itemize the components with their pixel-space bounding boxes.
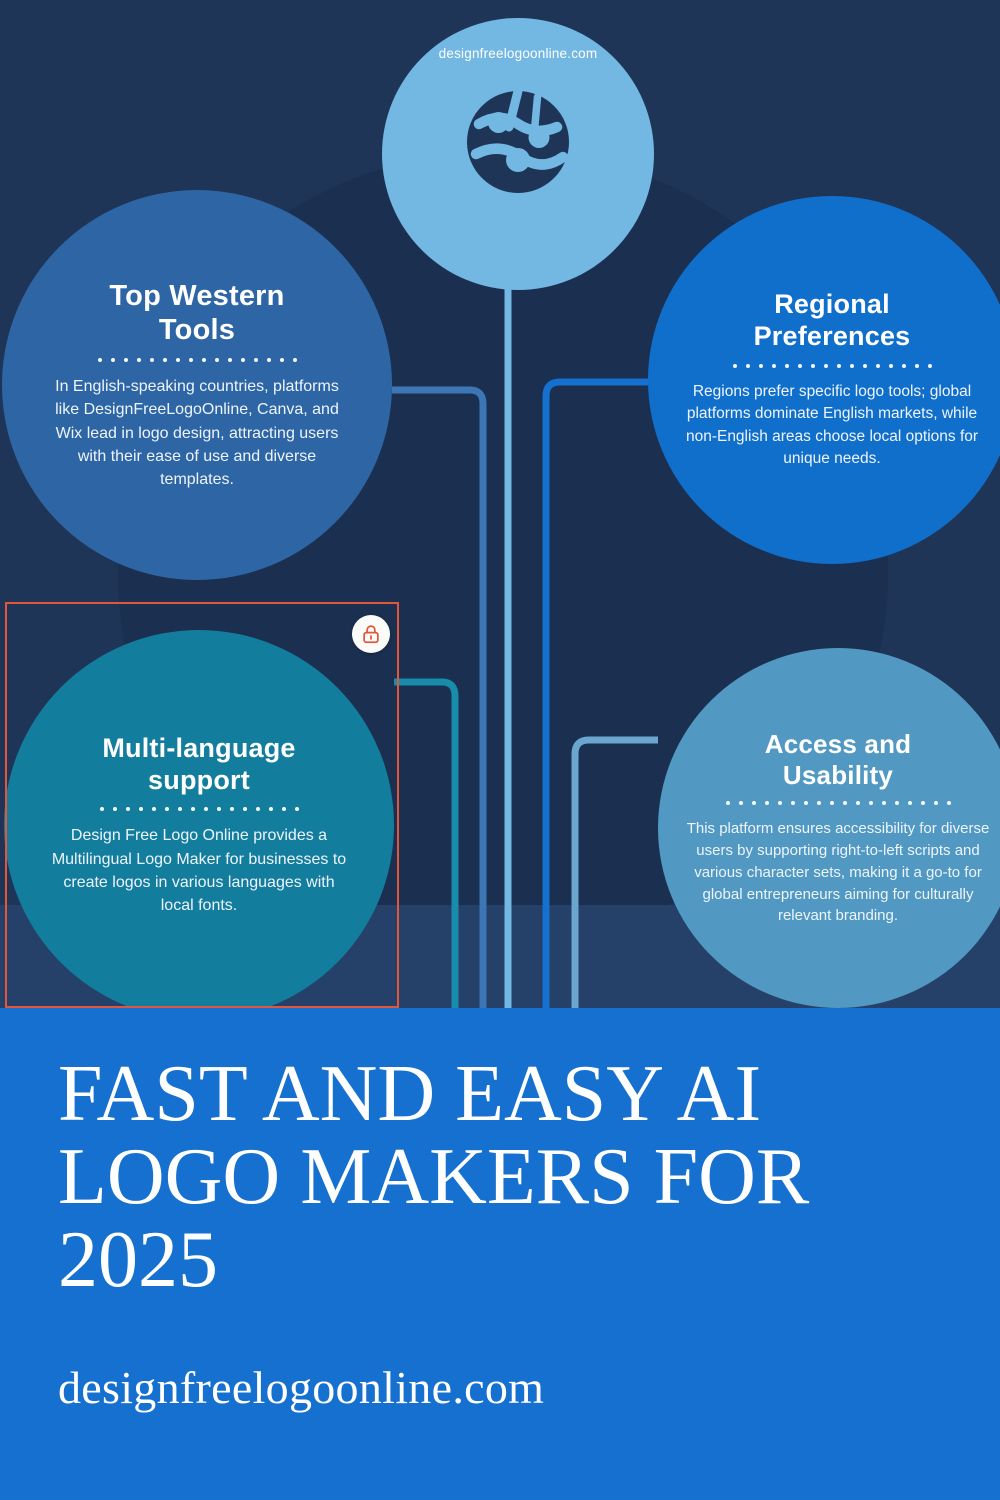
node-title: Top Western Tools (109, 279, 285, 347)
node-body: Design Free Logo Online provides a Multi… (51, 827, 347, 915)
connector-lines (392, 282, 658, 1008)
title-divider-dots (99, 807, 299, 812)
node-body: In English-speaking countries, platforms… (55, 378, 339, 488)
node-top-western-tools[interactable]: Top Western Tools In English-speaking co… (2, 190, 392, 580)
title-divider-dots (725, 801, 951, 806)
lock-icon[interactable] (352, 615, 390, 653)
node-title: Access and Usability (764, 728, 912, 790)
node-regional-preferences[interactable]: Regional Preferences Regions prefer spec… (648, 196, 1000, 564)
node-body: This platform ensures accessibility for … (686, 820, 990, 925)
infographic-panel: designfreelogoonline.com (0, 18, 1000, 1008)
node-access-and-usability[interactable]: Access and Usability This platform ensur… (658, 648, 1000, 1008)
node-multi-language-support[interactable]: Multi-language support Design Free Logo … (4, 630, 394, 1008)
banner-url: designfreelogoonline.com (58, 1361, 545, 1413)
banner-title: FAST AND EASY AI LOGO MAKERS FOR 2025 (58, 1050, 810, 1305)
node-title: Multi-language support (102, 732, 296, 795)
title-divider-dots (97, 358, 297, 363)
hub-node: designfreelogoonline.com (382, 18, 654, 290)
banner-panel: FAST AND EASY AI LOGO MAKERS FOR 2025 de… (0, 1008, 1000, 1500)
node-title: Regional Preferences (753, 289, 911, 352)
node-body: Regions prefer specific logo tools; glob… (685, 382, 979, 468)
hub-url-label: designfreelogoonline.com (438, 46, 598, 61)
title-divider-dots (732, 363, 932, 368)
globe-network-icon (443, 67, 593, 222)
